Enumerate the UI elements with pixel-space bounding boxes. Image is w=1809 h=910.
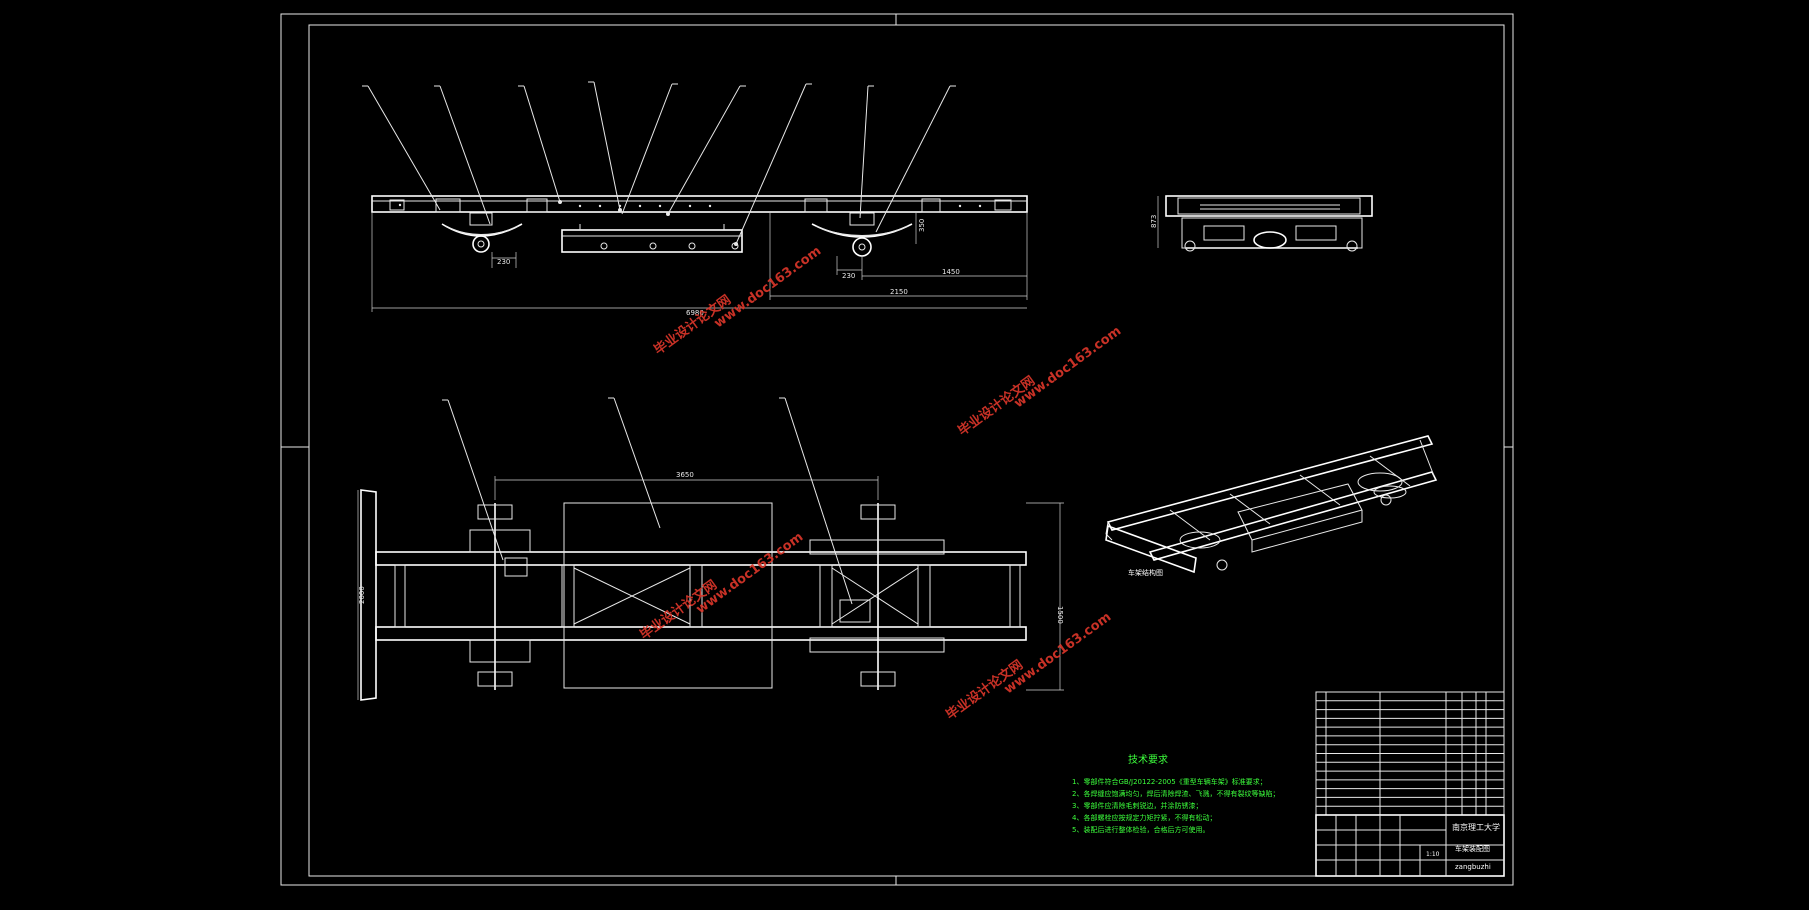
dim-height: 350 <box>918 219 926 232</box>
dim-rear-axle: 230 <box>842 272 855 280</box>
dim-overall-length: 6980 <box>686 309 704 317</box>
oblique-caption: 车架结构图 <box>1128 568 1163 577</box>
oblique-view: 车架结构图 <box>1105 435 1438 577</box>
tech-note-item: 3、零部件应清除毛刺锐边，并涂防锈漆； <box>1072 801 1202 810</box>
watermarks: 毕业设计论文网 www.doc163.com 毕业设计论文网 www.doc16… <box>637 244 1124 724</box>
dim-wheelbase: 3650 <box>676 471 694 479</box>
drawing-name: 车架装配图 <box>1455 844 1490 853</box>
dim-bumper-width: 2000 <box>358 586 366 604</box>
watermark-url: www.doc163.com <box>1012 324 1125 412</box>
end-view: 873 <box>1150 195 1373 252</box>
drawing-frame <box>280 13 1514 886</box>
tech-notes-title: 技术要求 <box>1128 753 1168 766</box>
tech-notes: 技术要求 1、零部件符合GB/J20122-2005《重型车辆车架》标准要求； … <box>1072 753 1279 834</box>
tech-note-item: 4、各部螺栓应按规定力矩拧紧，不得有松动； <box>1072 813 1216 822</box>
tech-note-item: 1、零部件符合GB/J20122-2005《重型车辆车架》标准要求； <box>1072 777 1267 786</box>
plan-view: 3650 2000 1500 <box>357 397 1064 701</box>
dim-end-height: 873 <box>1150 215 1158 228</box>
side-view: 230 230 1450 2150 6980 350 <box>362 81 1028 317</box>
tech-note-item: 2、各焊缝应饱满均匀，焊后清除焊渣、飞溅，不得有裂纹等缺陷； <box>1072 789 1279 798</box>
watermark-url: www.doc163.com <box>712 244 825 332</box>
dim-track: 1500 <box>1056 606 1064 624</box>
watermark-url: www.doc163.com <box>694 530 807 618</box>
tech-note-item: 5、装配后进行整体检验，合格后方可使用。 <box>1072 825 1209 834</box>
drawing-scale: 1:10 <box>1426 851 1440 858</box>
dim-front-axle: 230 <box>497 258 510 266</box>
dim-wheelbase-rear: 2150 <box>890 288 908 296</box>
designer-name: zangbuzhi <box>1455 863 1491 871</box>
school-name: 南京理工大学 <box>1452 822 1500 832</box>
dim-rear-overhang: 1450 <box>942 268 960 276</box>
title-block: 南京理工大学 车架装配图 zangbuzhi 1:10 <box>1315 691 1505 877</box>
